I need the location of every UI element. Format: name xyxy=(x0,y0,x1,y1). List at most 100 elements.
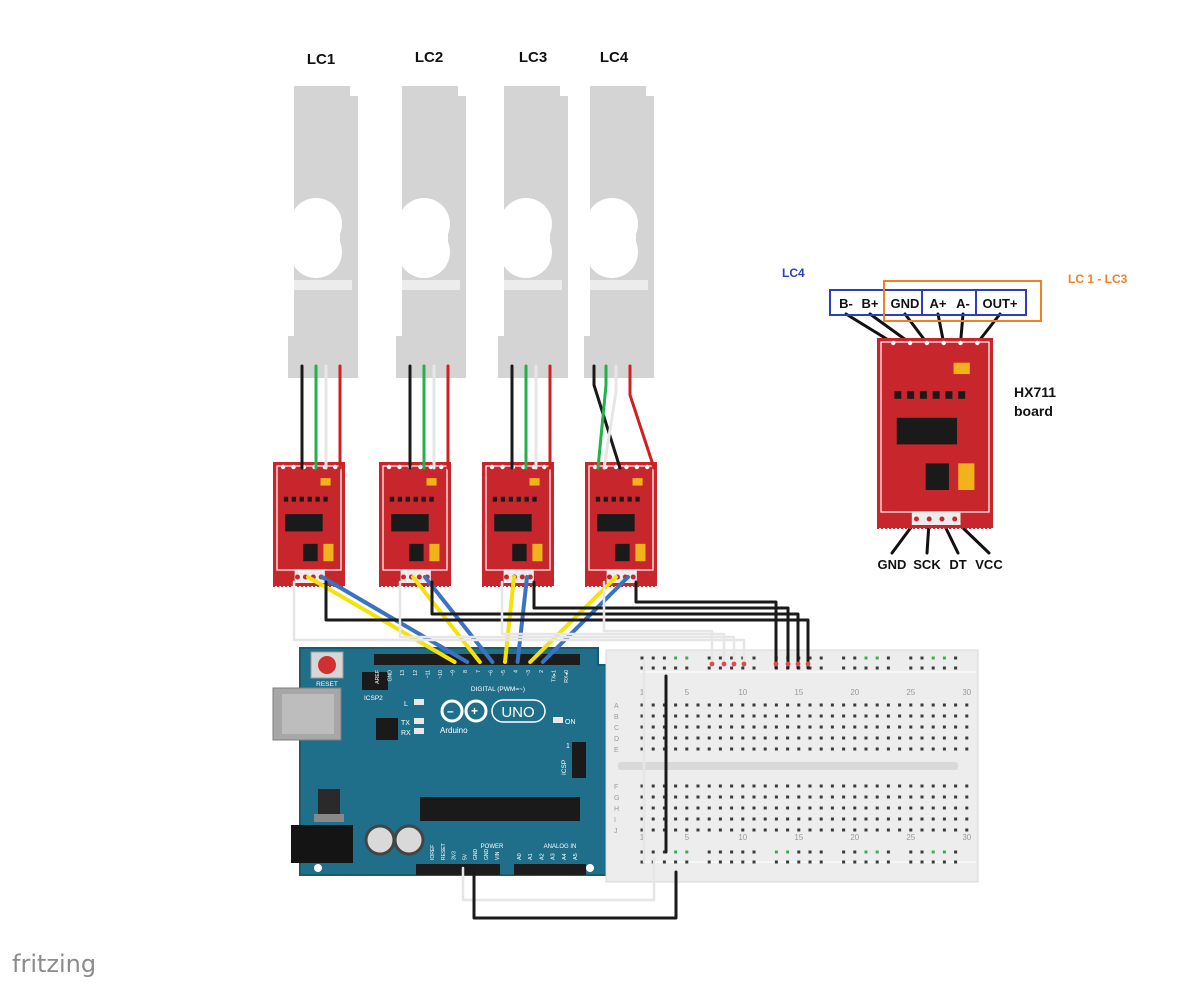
hx711-smd xyxy=(315,496,320,502)
breadboard-row-letter: J xyxy=(614,828,618,835)
grid-hole xyxy=(786,747,790,751)
grid-hole xyxy=(819,795,823,799)
grid-hole xyxy=(875,806,879,810)
rail-hole xyxy=(685,860,689,864)
grid-hole xyxy=(696,725,700,729)
grid-hole xyxy=(965,736,969,740)
grid-hole xyxy=(774,747,778,751)
power-label: POWER xyxy=(481,844,504,850)
grid-hole xyxy=(875,714,879,718)
rail-hole xyxy=(674,666,678,670)
grid-hole xyxy=(763,817,767,821)
hx711-edge xyxy=(933,526,935,529)
hx711-edge xyxy=(297,584,299,587)
load-cell-wire-black xyxy=(592,364,622,470)
grid-hole xyxy=(954,736,958,740)
grid-hole xyxy=(909,736,913,740)
grid-hole xyxy=(730,714,734,718)
grid-hole xyxy=(819,828,823,832)
a-pins-box xyxy=(921,289,977,316)
hx711-smd xyxy=(500,496,506,502)
grid-hole xyxy=(842,784,846,788)
digital-pin-label: 4 xyxy=(514,670,520,673)
hx711-edge xyxy=(925,526,927,529)
hx711-edge xyxy=(593,584,595,587)
grid-hole xyxy=(942,736,946,740)
grid-hole xyxy=(853,703,857,707)
grid-hole xyxy=(786,784,790,788)
rail-hole xyxy=(864,656,868,660)
hx711-top-pin-label: B- xyxy=(839,296,853,311)
hx711-edge xyxy=(498,584,500,587)
grid-hole xyxy=(898,703,902,707)
hx711-smd xyxy=(619,496,624,502)
hx711-bottom-header xyxy=(911,512,961,525)
grid-hole xyxy=(819,784,823,788)
grid-hole xyxy=(797,703,801,707)
hx711-bottom-pin-label: DT xyxy=(949,557,966,572)
hx711-edge xyxy=(443,584,445,587)
power-pin-label: IOREF xyxy=(430,845,436,860)
grid-hole xyxy=(954,806,958,810)
icsp2-header xyxy=(362,672,388,690)
breadboard-column-number: 5 xyxy=(685,688,690,697)
grid-hole xyxy=(696,714,700,718)
grid-hole xyxy=(830,784,834,788)
grid-hole xyxy=(920,714,924,718)
rail-hole xyxy=(707,666,711,670)
grid-hole xyxy=(786,806,790,810)
grid-hole xyxy=(909,725,913,729)
load-cell-hole-bridge xyxy=(588,226,636,250)
grid-hole xyxy=(875,828,879,832)
hx711-edge xyxy=(411,584,413,587)
grid-hole xyxy=(797,736,801,740)
rail-hole xyxy=(909,860,913,864)
rail-hole xyxy=(819,656,823,660)
grid-hole xyxy=(786,725,790,729)
hx711-smd xyxy=(492,496,498,502)
hx711-top-pad xyxy=(418,464,423,470)
rail-hole xyxy=(707,850,711,854)
breadboard-column-number: 25 xyxy=(906,688,915,697)
grid-hole xyxy=(864,725,868,729)
grid-hole xyxy=(797,747,801,751)
hx711-edge xyxy=(273,584,275,587)
grid-hole xyxy=(853,747,857,751)
grid-hole xyxy=(954,828,958,832)
grid-hole xyxy=(808,817,812,821)
hx711-smd xyxy=(516,496,521,502)
hx711-chip xyxy=(285,514,323,532)
grid-hole xyxy=(662,714,666,718)
breadboard-row-letter: C xyxy=(614,725,619,732)
digital-label: DIGITAL (PWM=~) xyxy=(471,686,525,693)
icsp2-label: ICSP2 xyxy=(364,695,383,702)
rail-hole xyxy=(920,666,924,670)
rail-hole xyxy=(875,850,879,854)
hx711-smd xyxy=(299,496,304,502)
vcc-wire-white xyxy=(398,580,736,664)
grid-hole xyxy=(707,747,711,751)
grid-hole xyxy=(931,784,935,788)
grid-hole xyxy=(954,703,958,707)
grid-hole xyxy=(830,736,834,740)
grid-hole xyxy=(864,828,868,832)
grid-hole xyxy=(774,725,778,729)
wires xyxy=(292,312,1002,920)
hx711-module-1 xyxy=(273,462,345,587)
grid-hole xyxy=(864,784,868,788)
hx711-smd xyxy=(907,391,915,399)
grid-hole xyxy=(808,747,812,751)
grid-hole xyxy=(830,703,834,707)
grid-hole xyxy=(718,736,722,740)
breadboard-center-channel xyxy=(618,762,958,770)
grid-hole xyxy=(741,817,745,821)
hx711-edge xyxy=(289,584,291,587)
grid-hole xyxy=(763,747,767,751)
hx711-top-pin-label: A- xyxy=(956,296,970,311)
grid-hole xyxy=(730,817,734,821)
grid-hole xyxy=(830,817,834,821)
power-pin-label: VIN xyxy=(495,851,501,860)
